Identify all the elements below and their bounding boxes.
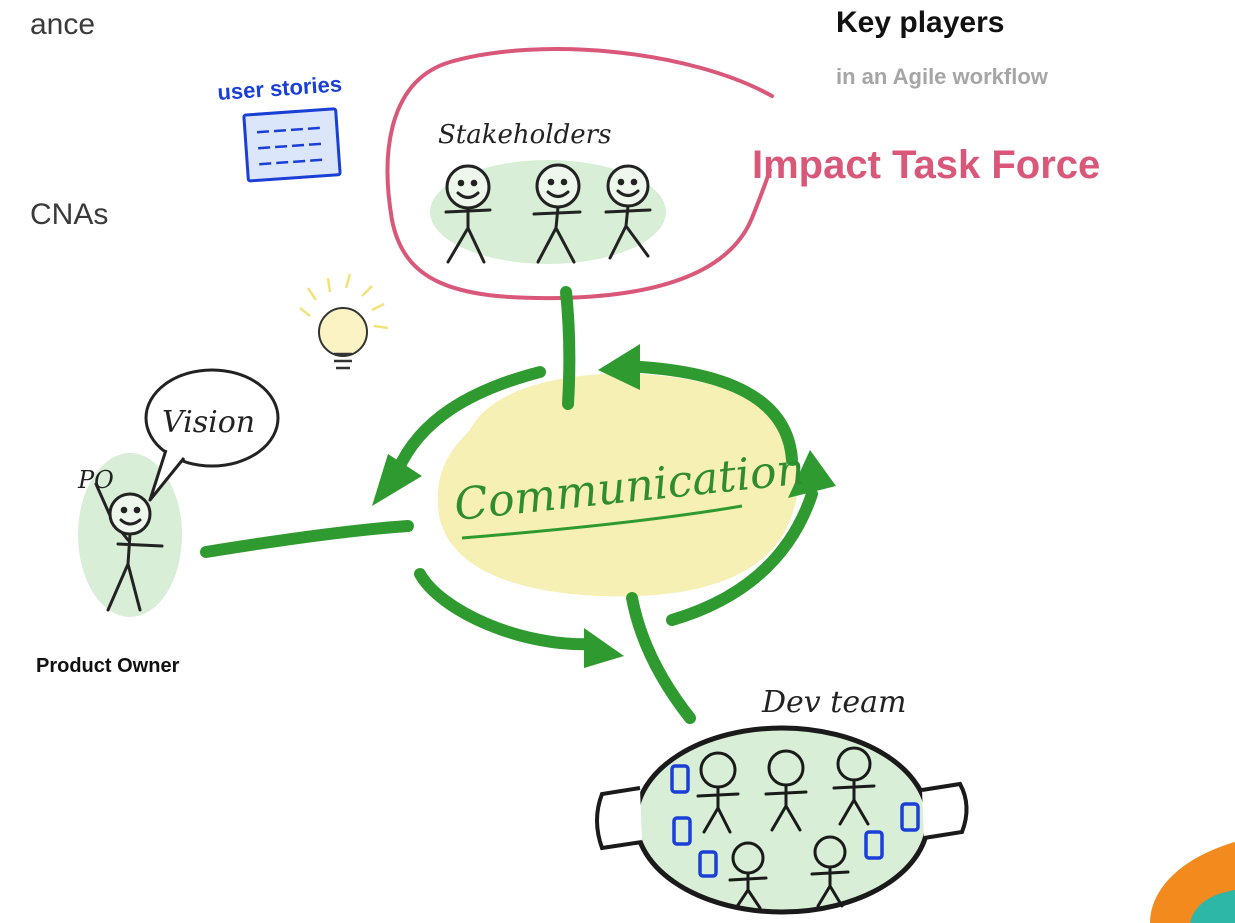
arrow-to-stakeholders (616, 360, 798, 466)
product-owner-figure-icon (94, 482, 164, 612)
arrow-up-right (666, 488, 818, 626)
stakeholder-figure-icon (532, 163, 582, 264)
developer-figure-icon (810, 835, 850, 908)
communication-arrows (200, 286, 818, 724)
communication-blob (437, 373, 800, 597)
device-icon (672, 816, 692, 846)
corner-logo (1150, 842, 1235, 923)
stakeholder-figure-icon (604, 164, 652, 260)
arrow-stakeholders-link (560, 286, 576, 410)
developer-figure-icon (696, 751, 740, 834)
device-icon (670, 764, 690, 794)
slide-title: Key players (836, 6, 1005, 39)
arrowhead-icon (598, 344, 640, 390)
arrow-heads (372, 344, 836, 668)
stakeholder-figures (444, 163, 652, 264)
user-stories-label: user stories (217, 71, 343, 105)
arrowhead-icon (372, 454, 422, 506)
arrowhead-icon (584, 628, 624, 668)
vision-speech-bubble: Vision (144, 368, 280, 502)
device-icon (698, 850, 718, 878)
lightbulb-icon (299, 273, 389, 370)
partial-bullet-text-1: ance (30, 8, 96, 41)
po-label: PO (77, 466, 114, 494)
dev-team-pod (595, 725, 969, 915)
developer-figure-icon (764, 749, 808, 832)
device-icon (900, 802, 920, 832)
arrow-dev-team-link (626, 592, 696, 724)
slide-subtitle: in an Agile workflow (836, 64, 1048, 89)
stakeholder-figure-icon (444, 164, 492, 264)
developer-figure-icon (728, 841, 768, 910)
product-owner-caption: Product Owner (36, 655, 180, 677)
vision-label: Vision (162, 405, 255, 440)
dev-team-label: Dev team (761, 685, 906, 720)
arrowhead-icon (788, 450, 836, 498)
arrow-product-owner-link (200, 520, 414, 558)
stakeholders-label: Stakeholders (438, 120, 611, 150)
user-stories-card-icon (242, 107, 342, 183)
arrow-to-product-owner (392, 366, 546, 476)
impact-task-force-label: Impact Task Force (752, 143, 1101, 187)
device-icon (864, 830, 884, 860)
impact-task-force-outline (385, 47, 774, 301)
communication-underline (461, 504, 743, 540)
developer-figure-icon (832, 746, 876, 826)
partial-bullet-text-2: CNAs (30, 198, 109, 231)
arrow-to-dev-team (414, 568, 602, 651)
